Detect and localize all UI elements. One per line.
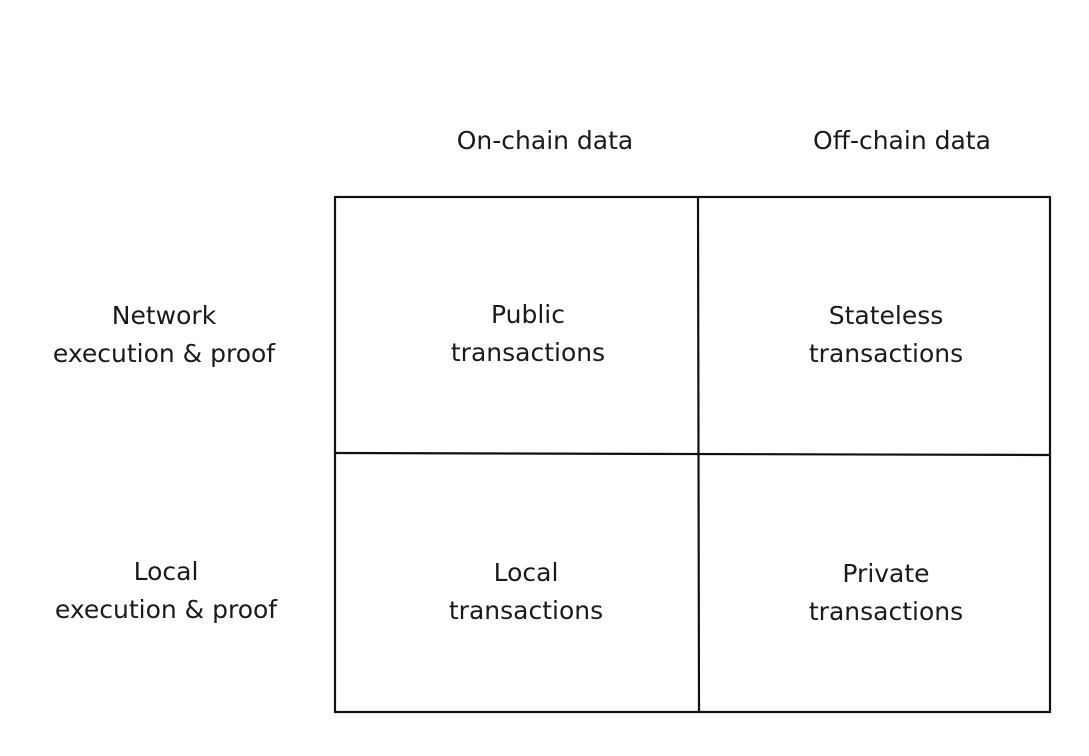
- row-header-network-line2: execution & proof: [52, 339, 276, 368]
- cell-local-line1: Local: [493, 558, 559, 587]
- row-header-local: Local execution & proof: [36, 553, 296, 629]
- cell-local-transactions: Local transactions: [386, 554, 666, 630]
- cell-public-transactions: Public transactions: [388, 296, 668, 372]
- cell-stateless-line2: transactions: [808, 339, 964, 368]
- cell-stateless-line1: Stateless: [828, 301, 944, 330]
- cell-private-line2: transactions: [808, 597, 964, 626]
- cell-stateless-transactions: Stateless transactions: [746, 297, 1026, 373]
- row-header-network: Network execution & proof: [34, 297, 294, 373]
- cell-public-line2: transactions: [450, 338, 606, 367]
- row-header-local-line1: Local: [133, 557, 199, 586]
- cell-local-line2: transactions: [448, 596, 604, 625]
- grid-horizontal-divider: [334, 451, 1051, 457]
- cell-private-line1: Private: [842, 559, 930, 588]
- column-header-off-chain: Off-chain data: [813, 126, 991, 155]
- row-header-local-line2: execution & proof: [54, 595, 278, 624]
- cell-private-transactions: Private transactions: [746, 555, 1026, 631]
- cell-public-line1: Public: [491, 300, 565, 329]
- row-header-network-line1: Network: [111, 301, 217, 330]
- column-header-on-chain: On-chain data: [456, 126, 634, 155]
